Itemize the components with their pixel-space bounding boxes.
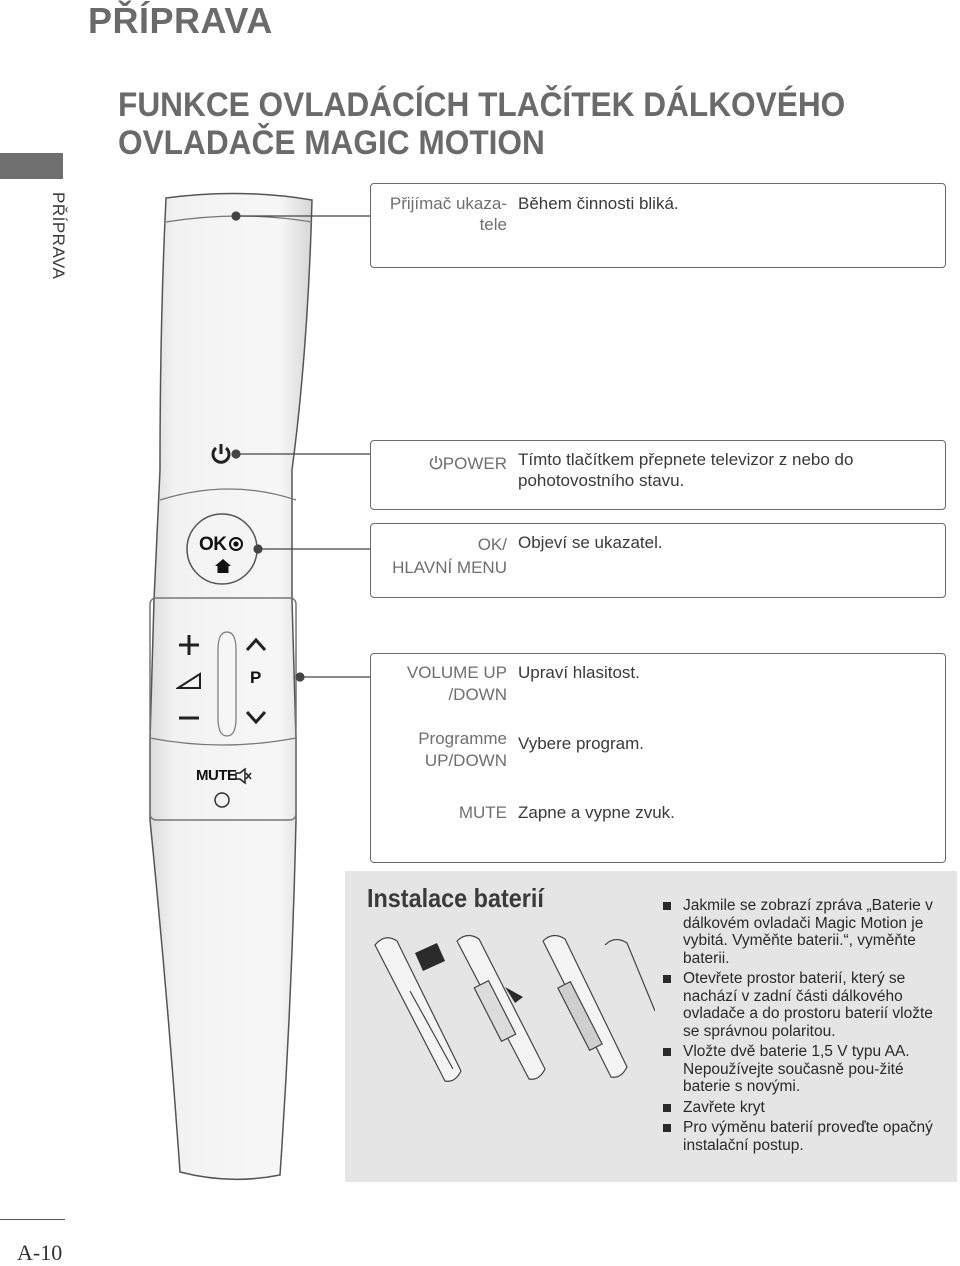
programme-label-1: Programme [418,729,507,748]
page-number: A-10 [17,1240,63,1265]
ok-home-button[interactable]: OK [196,530,248,582]
ok-menu-label-2: HLAVNÍ MENU [392,558,507,577]
battery-title: Instalace baterií [367,883,544,913]
volume-down-button[interactable] [176,708,202,728]
section-heading: PŘÍPRAVA [88,0,273,41]
callout-leader-lines [231,211,372,682]
power-icon [429,456,443,470]
sidebar-tab-marker [0,153,63,179]
sidebar-section-label: PŘÍPRAVA [49,192,68,280]
home-icon [215,559,231,573]
battery-steps-list: Jakmile se zobrazí zpráva „Baterie v dál… [663,897,953,1157]
ok-menu-desc: Objeví se ukazatel. [518,533,663,552]
page-title: FUNKCE OVLADÁCÍCH TLAČÍTEK DÁLKOVÉHO OVL… [118,86,846,162]
power-desc: Tímto tlačítkem přepnete televizor z neb… [518,450,854,490]
programme-down-button[interactable] [244,708,268,726]
power-label: POWER [442,454,507,473]
battery-install-illustration [374,934,655,1082]
mute-label: MUTE [196,767,237,784]
mute-callout-label: MUTE [458,803,507,822]
receiver-label: Přijímač ukaza-tele [389,194,507,234]
ok-ring-icon [229,537,243,551]
volume-label-2: /DOWN [448,685,507,704]
volume-icon [176,672,201,689]
list-item: Pro výměnu baterií proveďte opačný insta… [663,1119,953,1154]
programme-up-button[interactable] [244,635,268,653]
ok-label: OK [199,534,227,555]
power-icon [211,444,231,464]
volume-desc: Upraví hlasitost. [518,663,640,682]
receiver-desc: Během činnosti bliká. [518,194,679,213]
mute-button[interactable] [212,790,232,810]
callout-receiver: Přijímač ukaza-tele Během činnosti bliká… [370,183,946,268]
callout-power: POWER Tímto tlačítkem přepnete televizor… [370,440,946,510]
programme-label-2: UP/DOWN [424,751,507,770]
programme-label: P [250,668,262,687]
list-item: Otevřete prostor baterií, který se nachá… [663,970,953,1040]
footer-divider [0,1219,65,1220]
callout-volume-programme-mute: VOLUME UP /DOWN Upraví hlasitost. Progra… [370,653,946,863]
volume-label-1: VOLUME UP [406,663,507,682]
battery-install-panel: Instalace baterií Jakmile se zobrazí zpr… [345,871,957,1182]
list-item: Zavřete kryt [663,1099,953,1117]
ok-menu-label-1: OK/ [477,535,507,554]
remote-illustration [149,192,313,1181]
mute-desc: Zapne a vypne zvuk. [518,803,675,822]
programme-desc: Vybere program. [518,734,644,753]
list-item: Jakmile se zobrazí zpráva „Baterie v dál… [663,897,953,967]
list-item: Vložte dvě baterie 1,5 V typu AA. Nepouž… [663,1043,953,1096]
volume-up-button[interactable] [176,632,202,658]
callout-ok-menu: OK/ HLAVNÍ MENU Objeví se ukazatel. [370,523,946,598]
mute-icon [235,767,252,785]
power-button[interactable] [208,441,234,467]
